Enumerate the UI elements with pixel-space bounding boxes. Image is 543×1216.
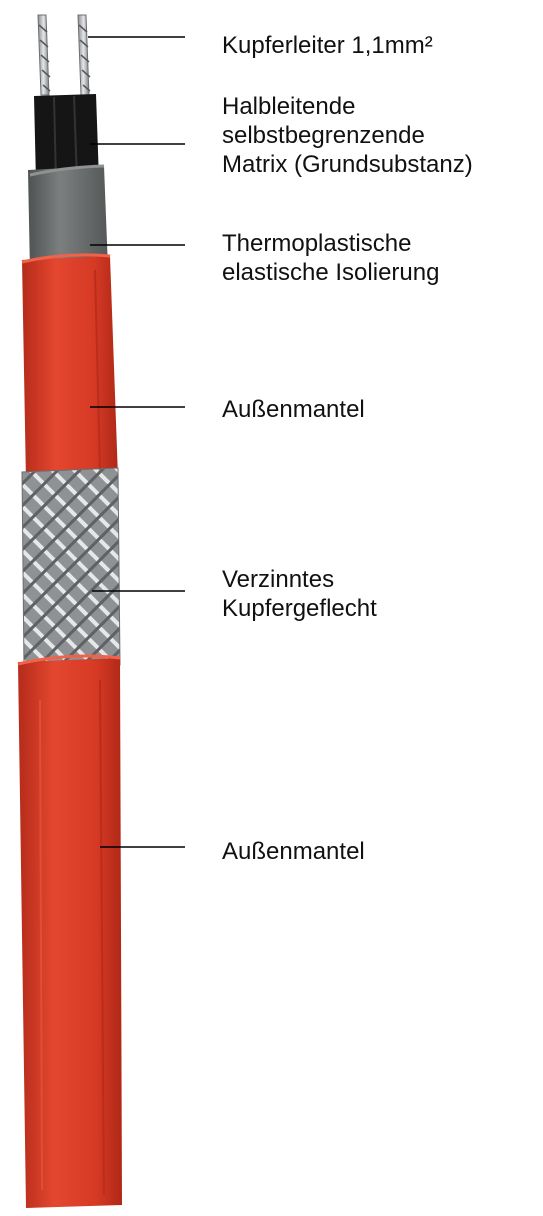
- label-line: selbstbegrenzende: [222, 121, 473, 150]
- label-outer-jacket-lower: Außenmantel: [222, 837, 365, 866]
- copper-braid: [22, 468, 120, 668]
- label-line: elastische Isolierung: [222, 258, 439, 287]
- label-line: Kupferleiter 1,1mm²: [222, 31, 433, 60]
- label-semiconductive-matrix: Halbleitende selbstbegrenzende Matrix (G…: [222, 92, 473, 179]
- outer-jacket-upper: [22, 256, 118, 482]
- label-line: Verzinntes: [222, 565, 377, 594]
- label-outer-jacket-upper: Außenmantel: [222, 395, 365, 424]
- label-line: Thermoplastische: [222, 229, 439, 258]
- label-line: Außenmantel: [222, 395, 365, 424]
- label-line: Halbleitende: [222, 92, 473, 121]
- label-copper-braid: Verzinntes Kupfergeflecht: [222, 565, 377, 623]
- label-line: Matrix (Grundsubstanz): [222, 150, 473, 179]
- label-line: Außenmantel: [222, 837, 365, 866]
- label-insulation: Thermoplastische elastische Isolierung: [222, 229, 439, 287]
- label-copper-conductor: Kupferleiter 1,1mm²: [222, 31, 433, 60]
- outer-jacket-lower: [18, 658, 122, 1208]
- label-line: Kupfergeflecht: [222, 594, 377, 623]
- copper-wires: [38, 15, 90, 95]
